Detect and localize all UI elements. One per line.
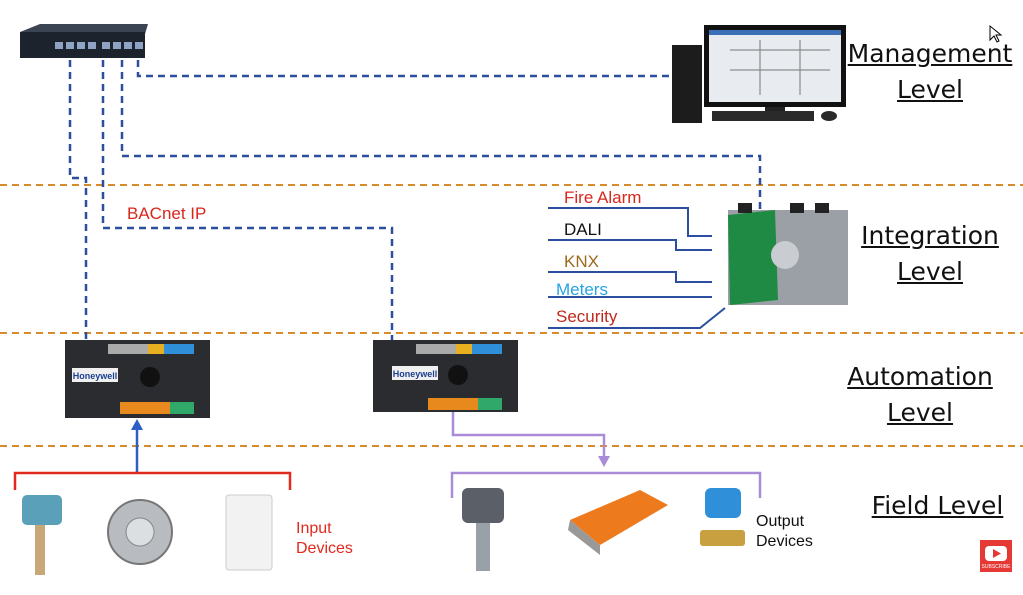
room-sensor-device xyxy=(225,494,273,571)
label-line: Level xyxy=(897,257,963,286)
label-line: Integration xyxy=(861,221,999,250)
network-switch xyxy=(20,24,148,58)
integration-level-label: Integration Level xyxy=(840,218,1020,290)
pressure-sensor-device xyxy=(107,499,173,565)
subscribe-label: SUBSCRIBE xyxy=(982,564,1012,570)
input-meters: Meters xyxy=(556,280,608,299)
management-level-label: Management Level xyxy=(840,36,1020,108)
subscribe-button[interactable]: SUBSCRIBE xyxy=(980,540,1012,572)
bacnet-links xyxy=(68,60,762,340)
automation-controller-2: Honeywell xyxy=(373,340,518,412)
automation-controller-1: Honeywell xyxy=(65,340,210,418)
controller-brand-logo: Honeywell xyxy=(393,369,438,379)
integration-input-lines xyxy=(548,207,726,329)
label-line: Input xyxy=(296,520,332,537)
input-devices-label: Input Devices xyxy=(296,519,353,559)
mouse-cursor-icon xyxy=(989,24,1003,43)
input-fire-alarm: Fire Alarm xyxy=(564,188,642,207)
level-dividers xyxy=(0,184,1023,447)
label-line: Management xyxy=(847,39,1013,68)
controller-brand-logo: Honeywell xyxy=(73,371,118,381)
zone-valve-device xyxy=(700,488,745,546)
label-line: Output xyxy=(756,513,805,530)
damper-actuator-device xyxy=(568,490,668,555)
label-line: Devices xyxy=(756,533,813,550)
input-knx: KNX xyxy=(564,252,599,271)
label-line: Level xyxy=(887,398,953,427)
label-line: Devices xyxy=(296,540,353,557)
input-link xyxy=(13,419,292,490)
output-link xyxy=(450,412,762,498)
automation-level-label: Automation Level xyxy=(830,359,1010,431)
field-level-label: Field Level xyxy=(850,488,1023,524)
label-line: Field Level xyxy=(871,491,1004,520)
label-line: Automation xyxy=(847,362,993,391)
integration-controller xyxy=(728,203,848,305)
flow-switch-device xyxy=(22,495,62,575)
management-computer xyxy=(672,25,846,123)
input-security: Security xyxy=(556,307,618,326)
output-devices-label: Output Devices xyxy=(756,512,813,552)
label-line: Level xyxy=(897,75,963,104)
input-dali: DALI xyxy=(564,220,602,239)
valve-actuator-device xyxy=(462,488,504,571)
bacnet-ip-label: BACnet IP xyxy=(127,204,207,223)
